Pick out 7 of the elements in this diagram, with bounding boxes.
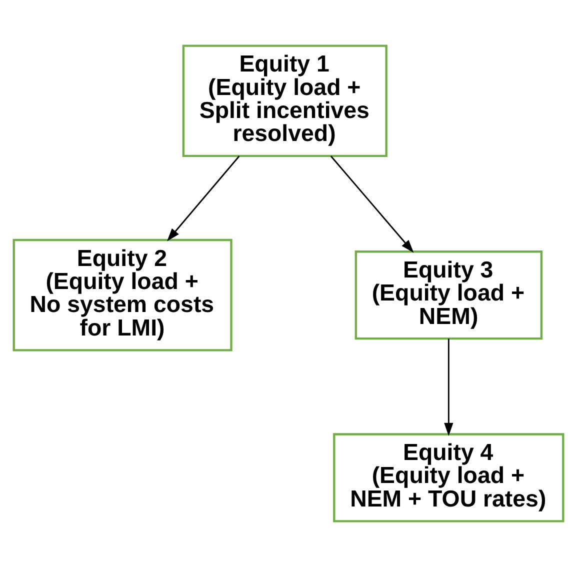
arrow: [330, 155, 414, 252]
node-box: Equity 3 (Equity load + NEM): [354, 250, 542, 340]
node-box: Equity 1 (Equity load + Split incentives resolved): [182, 44, 388, 157]
arrow: [444, 338, 454, 436]
arrow: [167, 155, 240, 241]
node-box: Equity 4 (Equity load + NEM + TOU rates): [333, 432, 564, 522]
node-box: Equity 2 (Equity load + No system costs for LMI): [12, 238, 232, 351]
